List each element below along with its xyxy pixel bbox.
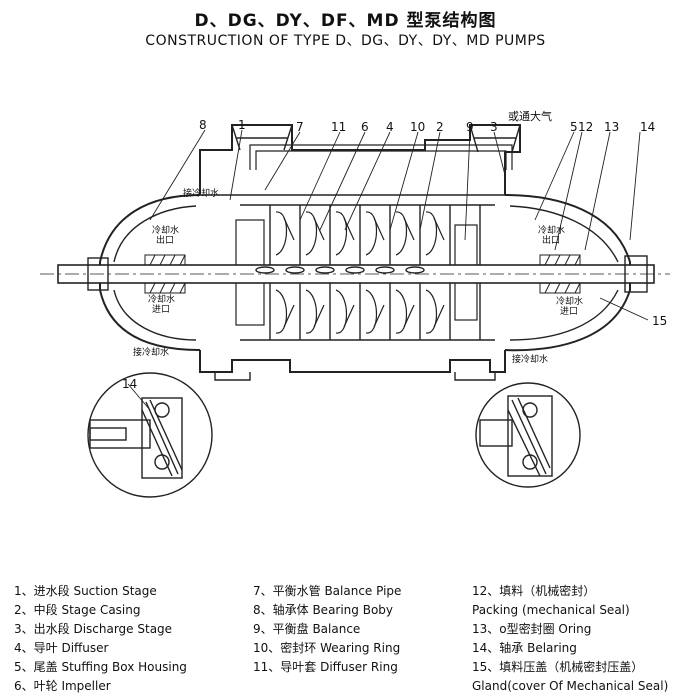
- annotations: 或通大气 接冷却水 冷却水 出口 冷却水 进口 冷却水 出口 冷却水 进口 接冷…: [133, 109, 583, 365]
- legend-item: Packing (mechanical Seal): [472, 603, 630, 617]
- callout-6: 6: [361, 120, 369, 134]
- callout-13: 13: [604, 120, 619, 134]
- legend-item: 8、轴承体 Bearing Boby: [253, 603, 394, 617]
- callout-7: 7: [296, 120, 304, 134]
- legend-item: 14、轴承 Belaring: [472, 641, 577, 655]
- legend-column-2: 7、平衡水管 Balance Pipe 8、轴承体 Bearing Boby 9…: [253, 582, 401, 677]
- annotation-cooling-water-top: 接冷却水: [183, 187, 219, 199]
- callout-numbers: 8 1 7 11 6 4 10 2 9 3 5 12 13 14 15 14: [122, 118, 667, 391]
- pump-body: [99, 124, 631, 381]
- callout-9: 9: [466, 120, 474, 134]
- callout-1: 1: [238, 118, 246, 132]
- callout-3: 3: [490, 120, 498, 134]
- annotation-cooling-out-right-2: 出口: [542, 234, 560, 246]
- callout-2: 2: [436, 120, 444, 134]
- annotation-atmosphere: 或通大气: [508, 109, 552, 123]
- annotation-cooling-out-left: 冷却水: [152, 224, 179, 236]
- callout-15: 15: [652, 314, 667, 328]
- legend-item: 12、填料（机械密封）: [472, 584, 596, 598]
- detail-view-right: [475, 382, 581, 488]
- callout-8: 8: [199, 118, 207, 132]
- annotation-cooling-out-right: 冷却水: [538, 224, 565, 236]
- legend-item: 4、导叶 Diffuser: [14, 641, 109, 655]
- packing-seals: [144, 254, 581, 294]
- annotation-cooling-in-left-2: 进口: [152, 304, 170, 315]
- legend-item: 9、平衡盘 Balance: [253, 622, 361, 636]
- callout-12: 12: [578, 120, 593, 134]
- legend-column-1: 1、进水段 Suction Stage 2、中段 Stage Casing 3、…: [14, 582, 187, 696]
- balance-pipe: [249, 144, 513, 170]
- legend-item: 10、密封环 Wearing Ring: [253, 641, 401, 655]
- legend-column-3: 12、填料（机械密封） Packing (mechanical Seal) 13…: [472, 582, 668, 696]
- annotation-cooling-in-right-2: 进口: [560, 306, 578, 317]
- callout-10: 10: [410, 120, 425, 134]
- legend-item: 1、进水段 Suction Stage: [14, 584, 157, 598]
- callout-leaders: [127, 129, 649, 411]
- annotation-cooling-bottom-right: 接冷却水: [512, 353, 548, 365]
- detail-view-left: [87, 372, 213, 498]
- legend-item: 5、尾盖 Stuffing Box Housing: [14, 660, 187, 674]
- annotation-cooling-bottom-left: 接冷却水: [133, 346, 169, 358]
- annotation-cooling-in-right: 冷却水: [556, 295, 583, 307]
- legend-item: Gland(cover Of Mechanical Seal): [472, 679, 669, 693]
- callout-4: 4: [386, 120, 394, 134]
- legend-item: 13、o型密封圈 Oring: [472, 622, 592, 636]
- title-english: CONSTRUCTION OF TYPE D、DG、DY、DY、MD PUMPS: [145, 33, 546, 49]
- legend-item: 15、填料压盖（机械密封压盖）: [472, 660, 644, 674]
- annotation-cooling-in-left: 冷却水: [148, 293, 175, 305]
- pump-shaft: [40, 255, 670, 293]
- annotation-cooling-out-left-2: 出口: [156, 234, 174, 246]
- title-chinese: D、DG、DY、DF、MD 型泵结构图: [194, 11, 497, 31]
- callout-14: 14: [640, 120, 655, 134]
- callout-5: 5: [570, 120, 578, 134]
- legend-item: 2、中段 Stage Casing: [14, 603, 141, 617]
- pump-construction-drawing: 8 1 7 11 6 4 10 2 9 3 5 12 13 14 15 14 或…: [40, 109, 670, 498]
- legend-item: 3、出水段 Discharge Stage: [14, 622, 173, 636]
- callout-11: 11: [331, 120, 346, 134]
- callout-14-detail: 14: [122, 377, 137, 391]
- legend-item: 11、导叶套 Diffuser Ring: [253, 660, 398, 674]
- legend-item: 7、平衡水管 Balance Pipe: [253, 584, 402, 598]
- legend-item: 6、叶轮 Impeller: [14, 679, 111, 693]
